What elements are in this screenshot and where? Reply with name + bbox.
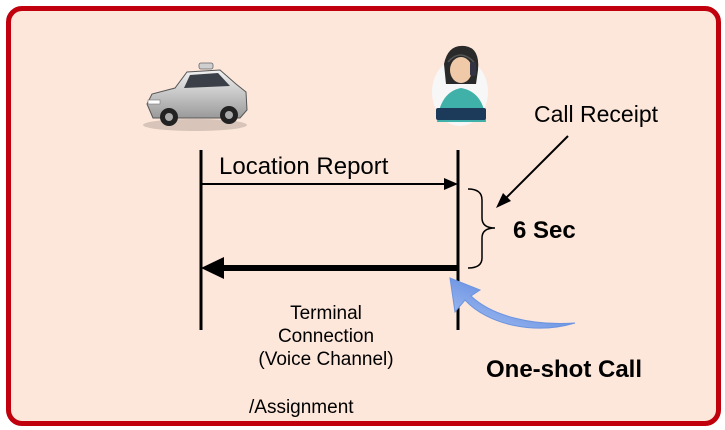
terminal-connection-line: (Voice Channel) bbox=[258, 349, 394, 370]
terminal-connection-arrow bbox=[201, 257, 458, 279]
taxi-car-icon bbox=[143, 62, 248, 131]
call-center-operator-icon bbox=[432, 45, 488, 126]
location-report-arrow bbox=[201, 178, 458, 190]
terminal-connection-label: Terminal Connection (Voice Channel) bbox=[226, 302, 426, 371]
call-receipt-label: Call Receipt bbox=[534, 101, 658, 127]
duration-brace bbox=[467, 188, 496, 269]
terminal-connection-line: Terminal bbox=[290, 303, 362, 324]
one-shot-call-arrow bbox=[449, 277, 576, 329]
call-receipt-pointer bbox=[496, 135, 569, 208]
terminal-connection-line: Connection bbox=[277, 326, 375, 347]
diagram-frame bbox=[6, 6, 721, 426]
assignment-label: /Assignment bbox=[249, 397, 354, 418]
one-shot-call-label: One-shot Call bbox=[486, 356, 643, 383]
duration-label: 6 Sec bbox=[513, 217, 576, 244]
location-report-label: Location Report bbox=[219, 153, 389, 180]
